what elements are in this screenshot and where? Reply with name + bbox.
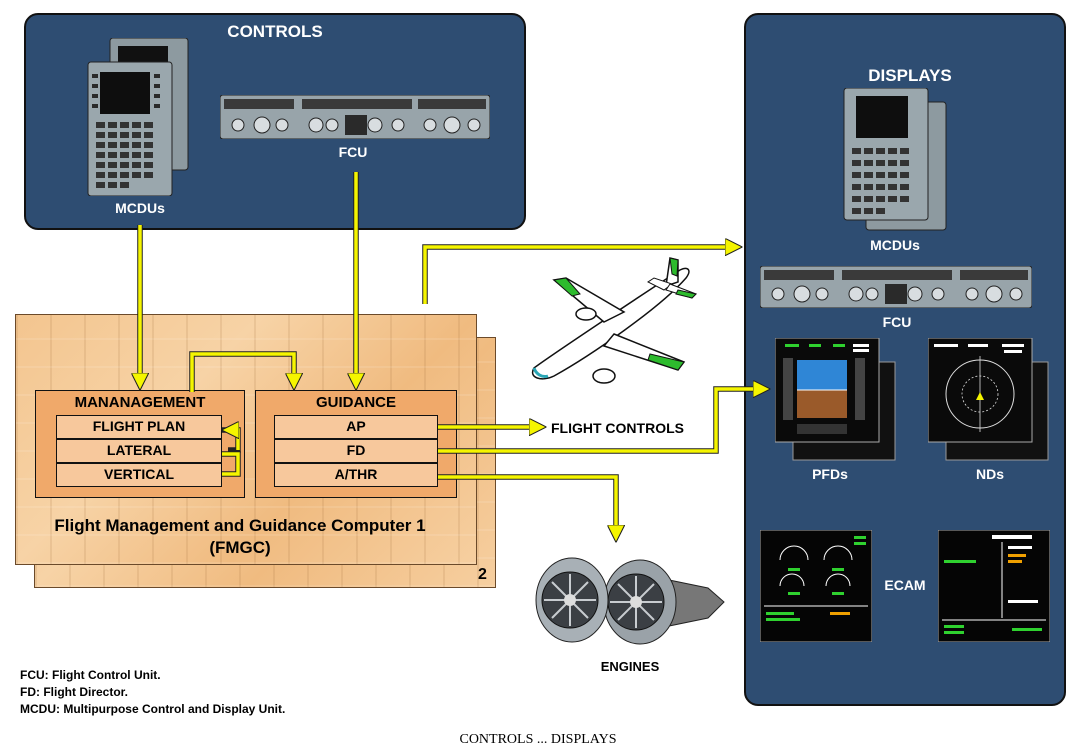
legend-fcu: FCU: Flight Control Unit. <box>20 668 161 682</box>
guidance-title: GUIDANCE <box>315 394 396 411</box>
legend-mcdu: MCDU: Multipurpose Control and Display U… <box>20 702 286 716</box>
engines-image <box>535 557 725 645</box>
controls-title: CONTROLS <box>227 22 323 41</box>
management-row-vertical: VERTICAL <box>56 463 222 487</box>
legend-fd: FD: Flight Director. <box>20 685 128 699</box>
management-row-lateral: LATERAL <box>56 439 222 463</box>
nd-label: NDs <box>975 466 1004 482</box>
controls-fcu-image <box>220 95 490 139</box>
controls-mcdu-label: MCDUs <box>115 200 165 216</box>
aircraft-image <box>531 257 697 384</box>
displays-fcu-label: FCU <box>882 314 912 330</box>
pfd-label: PFDs <box>812 466 848 482</box>
displays-mcdu-image <box>843 88 947 231</box>
arrow-lateral-to-flight-plan <box>230 430 240 450</box>
management-row-flight-plan: FLIGHT PLAN <box>56 415 222 439</box>
guidance-row-ap: AP <box>274 415 438 439</box>
arrow-athr-to-engines <box>438 475 616 534</box>
nd-display-image <box>928 338 1049 461</box>
ecam-upper-display-image <box>760 530 872 642</box>
displays-mcdu-label: MCDUs <box>870 237 920 253</box>
engines-label: ENGINES <box>600 659 660 674</box>
arrow-fd-to-pfd <box>438 389 762 453</box>
displays-fcu-image <box>760 266 1032 308</box>
pfd-display-image <box>775 338 896 461</box>
displays-title: DISPLAYS <box>868 66 952 85</box>
bracket-lateral-vertical <box>222 452 240 476</box>
fmgc-title-line2: (FMGC) <box>209 538 271 557</box>
arrow-fmgc-to-displays <box>423 247 734 304</box>
controls-fcu-label: FCU <box>338 144 368 160</box>
guidance-row-fd: FD <box>274 439 438 463</box>
ecam-lower-display-image <box>938 530 1050 642</box>
guidance-row-athr: A/THR <box>274 463 438 487</box>
ecam-label: ECAM <box>884 577 926 593</box>
figure-caption: CONTROLS ... DISPLAYS <box>459 732 617 747</box>
fmgc-2-number: 2 <box>478 566 487 583</box>
management-title: MANANAGEMENT <box>74 394 206 411</box>
controls-mcdu-image <box>87 38 189 196</box>
arrow-management-to-guidance <box>190 352 294 392</box>
fmgc-title-line1: Flight Management and Guidance Computer … <box>54 516 426 535</box>
flight-controls-label: FLIGHT CONTROLS <box>551 420 684 436</box>
